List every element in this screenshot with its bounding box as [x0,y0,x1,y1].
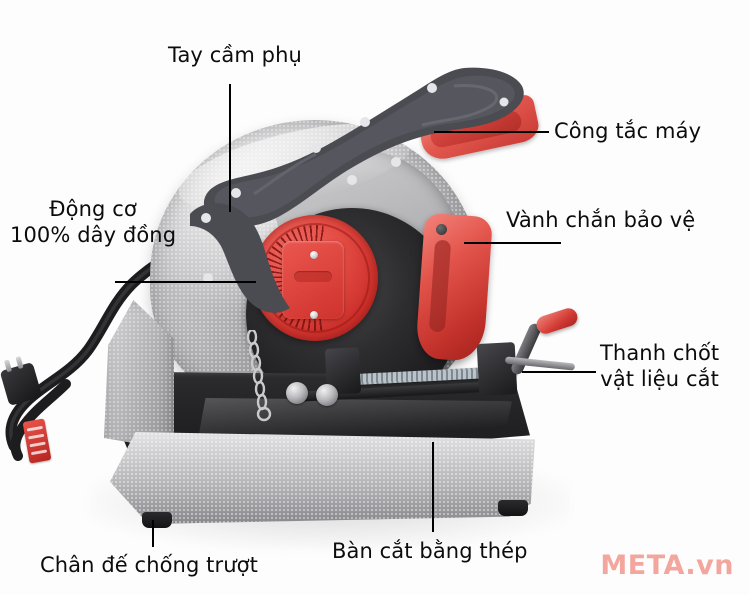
leader-line-motor [115,281,256,283]
leader-line-material-clamp-rod [522,371,596,373]
leader-line-blade-guard [464,242,561,244]
safety-chain [246,328,276,422]
anti-slip-foot [498,500,528,516]
label-steel-cutting-table: Bàn cắt bằng thép [332,538,528,564]
main-handle[interactable] [196,62,526,227]
leader-line-anti-slip-foot [152,520,154,547]
label-line: Thanh chốt [600,341,720,365]
leader-line-power-switch [434,131,549,133]
red-blade-guard-wing [415,212,493,363]
handle-lower-bracket [186,196,316,320]
label-line: Công tắc máy [554,119,702,143]
label-line: Vành chắn bảo vệ [506,208,696,232]
vise-bolts [286,382,346,406]
label-power-switch: Công tắc máy [554,118,701,144]
label-line: Bàn cắt bằng thép [332,539,528,563]
motor-screw [310,311,318,319]
motor-screw [310,251,318,259]
label-blade-guard: Vành chắn bảo vệ [506,207,695,233]
label-line: Chân đế chống trượt [40,553,258,577]
label-anti-slip-foot: Chân đế chống trượt [40,552,258,578]
leader-line-secondary-handle [229,84,231,212]
meta-vn-watermark: META.vn [600,550,734,581]
label-line: Tay cầm phụ [168,43,302,67]
label-line: 100% dây đồng [10,223,177,247]
label-secondary-handle: Tay cầm phụ [168,42,302,68]
label-line: Động cơ [49,197,137,221]
label-line: vật liệu cắt [600,367,719,391]
motor-plate-slot [294,271,332,282]
anti-slip-foot [142,512,172,528]
leader-line-steel-cutting-table [432,442,434,532]
red-guard-bolt [436,224,447,235]
base-casting [110,432,535,524]
crank-knob[interactable] [534,305,580,337]
